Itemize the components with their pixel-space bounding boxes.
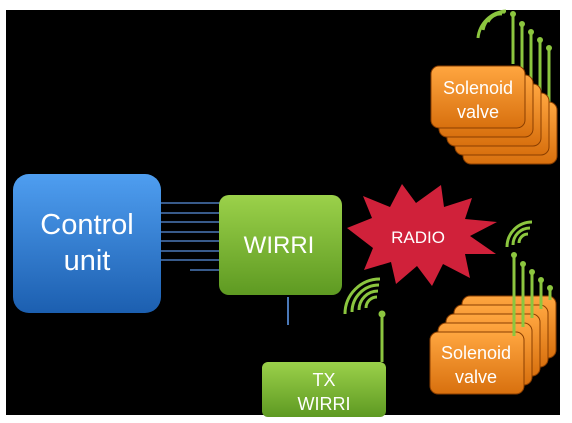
antenna-icon <box>343 277 386 362</box>
solenoid-top-label-line1: Solenoid <box>443 78 513 98</box>
control-unit-label-line2: unit <box>64 245 111 277</box>
control-unit-label-line1: Control <box>40 209 134 241</box>
solenoid-top-label-line2: valve <box>457 102 499 122</box>
tx-wirri-label-line2: WIRRI <box>298 394 351 414</box>
antenna-icon <box>476 9 551 104</box>
control-unit-box: Control unit <box>13 174 161 313</box>
bus-wires <box>160 202 220 271</box>
solenoid-bottom-label-line2: valve <box>455 367 497 387</box>
solenoid-valve-stack-top: Solenoid valve <box>430 9 558 165</box>
wirri-box: WIRRI <box>219 195 342 295</box>
solenoid-valve-stack-bottom: Solenoid valve <box>429 252 557 395</box>
radio-waves-icon <box>505 220 533 248</box>
solenoid-bottom-label-line1: Solenoid <box>441 343 511 363</box>
tx-wirri-box: TX WIRRI <box>262 362 386 417</box>
radio-burst-icon: RADIO <box>347 184 497 286</box>
tx-wirri-label-line1: TX <box>312 370 335 390</box>
wirri-label: WIRRI <box>244 232 315 259</box>
radio-label: RADIO <box>391 228 445 247</box>
